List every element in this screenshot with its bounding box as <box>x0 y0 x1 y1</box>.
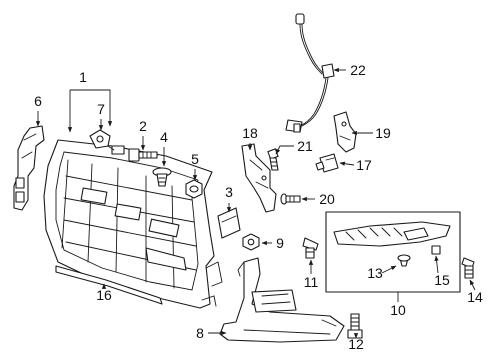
bolt-part <box>128 148 158 162</box>
bolt-part <box>302 237 319 259</box>
nut-part <box>185 179 203 199</box>
leader-line-1 <box>70 89 113 127</box>
callout-16: 16 <box>96 287 112 303</box>
screw-part <box>280 193 301 205</box>
bolt-part <box>461 257 475 279</box>
nut-part <box>242 233 260 251</box>
callout-labels: 1 2 3 4 5 6 7 8 9 10 11 12 13 14 15 16 1… <box>34 62 483 352</box>
callout-18: 18 <box>242 125 258 141</box>
upper-bracket-part <box>241 143 277 213</box>
callout-12: 12 <box>348 336 364 352</box>
callout-10: 10 <box>390 302 406 318</box>
push-pin-part <box>152 167 172 187</box>
callout-4: 4 <box>160 129 168 145</box>
clip-part <box>89 129 125 155</box>
callout-19: 19 <box>375 125 391 141</box>
callout-22: 22 <box>350 62 366 78</box>
callout-13: 13 <box>367 265 383 281</box>
air-deflector-part <box>219 257 345 343</box>
callout-5: 5 <box>191 151 199 167</box>
leader-line-14 <box>469 279 476 291</box>
callout-3: 3 <box>225 184 233 200</box>
callout-7: 7 <box>97 101 105 117</box>
sensor-harness-part <box>285 13 335 133</box>
bracket-part <box>333 111 357 153</box>
bolt-part <box>347 313 363 339</box>
callout-17: 17 <box>356 157 372 173</box>
lower-molding-part <box>55 265 163 305</box>
leader-line-15 <box>434 255 439 274</box>
sensor-part <box>315 153 339 173</box>
callout-14: 14 <box>467 289 483 305</box>
detail-box <box>325 211 461 293</box>
callout-21: 21 <box>297 138 313 154</box>
callout-9: 9 <box>276 235 284 251</box>
leader-line-13 <box>381 265 397 274</box>
callout-2: 2 <box>139 118 147 134</box>
retainer-bracket-part <box>217 207 241 239</box>
callout-20: 20 <box>319 191 335 207</box>
callout-1: 1 <box>79 69 87 85</box>
side-bracket-part <box>13 125 45 211</box>
leader-line-21 <box>275 145 294 155</box>
leader-lines <box>35 67 476 339</box>
callout-11: 11 <box>304 274 319 290</box>
grille-assembly-part <box>43 139 223 309</box>
callout-8: 8 <box>196 325 204 341</box>
leader-line-17 <box>339 161 355 166</box>
callout-6: 6 <box>34 93 42 109</box>
callout-15: 15 <box>434 272 450 288</box>
